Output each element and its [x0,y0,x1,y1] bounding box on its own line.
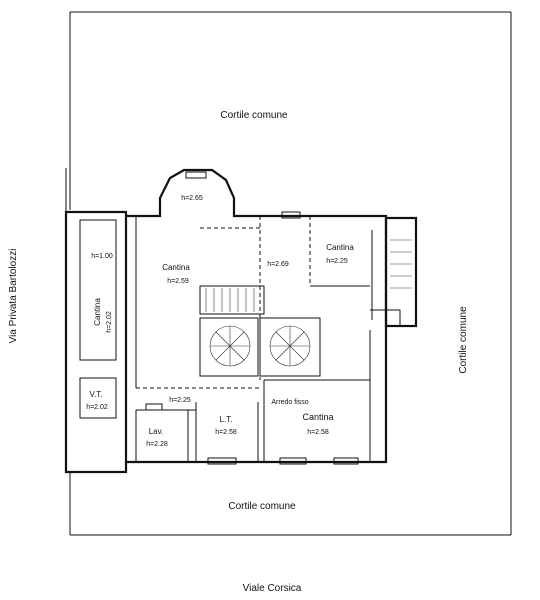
lt-name: L.T. [220,415,233,424]
lot-boundary [65,11,512,536]
windows [145,171,359,465]
street-bottom-label: Viale Corsica [243,583,302,594]
cantina-se-height: h=2.58 [307,429,329,436]
cantina-main-name: Cantina [162,263,190,272]
courtyard-top-label: Cortile comune [220,110,288,121]
vt-height: h=2.02 [86,404,108,411]
cantina-ne-name: Cantina [326,243,354,252]
street-left-label: Via Privata Bartolozzi [8,249,19,344]
stairs [205,239,412,367]
courtyard-right-label: Cortile comune [458,306,469,374]
lav-height: h=2.28 [146,441,168,448]
arredo-label: Arredo fisso [271,399,308,406]
lav-name: Lav. [149,427,164,436]
courtyard-bottom-label: Cortile comune [228,501,296,512]
cantina-west-height: h=2.02 [106,311,113,333]
shaft-height-label: h=1.00 [91,253,113,260]
interior-walls [135,216,373,462]
passage-height-label: h=2.25 [169,397,191,404]
cantina-ne-height: h=2.25 [326,258,348,265]
lt-height: h=2.58 [215,429,237,436]
cantina-main-height: h=2.59 [167,278,189,285]
cantina-se-name: Cantina [302,412,333,422]
cantina-west-name: Cantina [93,298,102,326]
corridor-height-label: h=2.69 [267,261,289,268]
bay-height-label: h=2.65 [181,195,203,202]
vt-name: V.T. [89,390,102,399]
building-walls [64,168,418,474]
